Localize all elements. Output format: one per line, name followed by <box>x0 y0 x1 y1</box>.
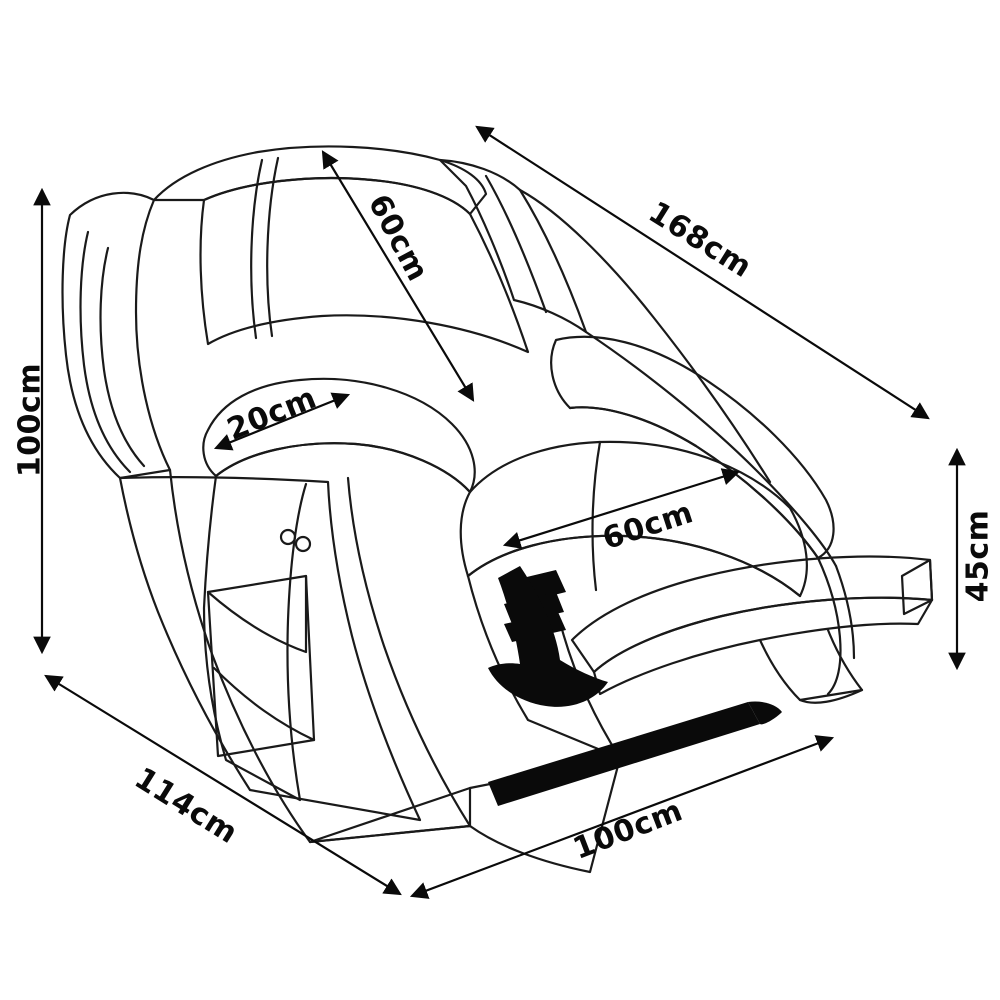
control-button-1[interactable] <box>279 528 297 546</box>
mechanism-bracket <box>488 566 608 707</box>
right-head-bolster-seam <box>484 174 548 314</box>
footrest-bracket-2 <box>798 688 864 704</box>
dimension-line-armrest-width <box>213 392 351 451</box>
dimension-lines-group <box>33 125 966 899</box>
left-wing-inner-2 <box>99 246 146 468</box>
backrest-seam-left-2 <box>266 156 280 338</box>
footrest-top <box>570 555 934 674</box>
dimension-label-height: 100cm <box>12 362 48 478</box>
dimension-line-total-length <box>475 125 930 420</box>
dimension-line-backrest-height <box>321 150 475 402</box>
left-side-panel <box>118 476 422 822</box>
footrest-edge <box>592 596 934 674</box>
chair-outline-group <box>61 145 934 874</box>
side-pocket-fold <box>212 666 316 742</box>
side-pocket <box>206 574 316 758</box>
base-rail <box>488 702 760 806</box>
dimension-line-width <box>409 735 835 899</box>
left-wing-outer <box>61 191 172 480</box>
control-button-2[interactable] <box>294 535 312 553</box>
dimension-line-seat-depth <box>502 468 741 549</box>
right-arm-outer-drop <box>834 564 856 660</box>
backrest-seam-left <box>250 158 264 340</box>
side-pocket-flap <box>206 574 308 654</box>
dimension-line-depth <box>44 674 402 896</box>
side-block-outline <box>168 468 472 844</box>
left-wing-inner-1 <box>79 230 132 474</box>
base-rail-end <box>748 701 782 725</box>
left-armrest-inner-seam <box>214 442 472 494</box>
right-arm-front <box>816 556 842 696</box>
footrest-bracket <box>758 628 864 702</box>
dimension-label-seat-height: 45cm <box>960 509 996 603</box>
recliner-mechanism-group <box>488 566 782 806</box>
right-body-upper <box>518 188 772 484</box>
footrest-right-end <box>900 558 934 616</box>
right-head-bolster <box>438 158 588 334</box>
